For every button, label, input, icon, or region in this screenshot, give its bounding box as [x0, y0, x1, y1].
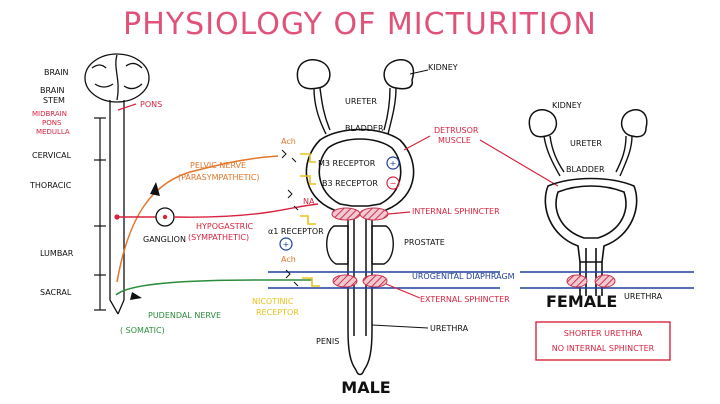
label-medulla: MEDULLA [36, 128, 70, 136]
label-pelvic-nerve: PELVIC NERVE [190, 161, 246, 170]
female-note-line-1: SHORTER URETHRA [564, 329, 643, 338]
pudendal-nerve-line [115, 279, 312, 296]
label-hypogastric: HYPOGASTRIC [196, 222, 254, 231]
spinal-ruler [94, 117, 106, 311]
ganglion-dot [162, 214, 168, 220]
label-ach-bottom: Ach [281, 255, 296, 264]
b3-receptor-symbol [300, 175, 316, 185]
external-sphincter-pointer [385, 283, 421, 299]
nicotinic-release-marks [285, 269, 299, 287]
label-female-urethra: URETHRA [624, 292, 663, 301]
label-prostate: PROSTATE [404, 238, 445, 247]
female-kidneys [528, 108, 648, 138]
internal-sphincter-right [359, 207, 389, 221]
label-na: NA [303, 197, 315, 206]
label-male: MALE [341, 378, 390, 397]
female-sphincter-right [594, 274, 616, 288]
female-bladder [544, 177, 638, 296]
external-sphincter-right [362, 274, 388, 288]
male-bladder [305, 128, 415, 215]
label-somatic: ( SOMATIC) [120, 326, 165, 335]
prostate [326, 225, 394, 265]
label-b3-receptor: B3 RECEPTOR [322, 179, 378, 188]
alpha1-receptor-symbol [300, 215, 316, 225]
internal-sphincter-pointer [387, 211, 411, 215]
label-female: FEMALE [546, 292, 617, 311]
female-ureters [543, 135, 633, 177]
m3-plus-circle [386, 156, 400, 170]
label-m3-receptor: M3 RECEPTOR [318, 159, 376, 168]
alpha1-plus-sign: + [283, 240, 290, 249]
pelvic-nerve-arrow [150, 182, 160, 196]
label-female-kidney: KIDNEY [552, 101, 582, 110]
ach-release-marks [281, 149, 297, 163]
label-male-ureter: URETER [345, 97, 377, 106]
label-female-bladder: BLADDER [566, 165, 605, 174]
female-note-box [535, 321, 671, 361]
label-penis: PENIS [316, 337, 339, 346]
label-cervical: CERVICAL [32, 151, 72, 160]
page-title: PHYSIOLOGY OF MICTURITION [123, 7, 597, 42]
label-thoracic: THORACIC [29, 181, 72, 190]
label-pons-level: PONS [42, 119, 62, 127]
label-midbrain: MIDBRAIN [32, 110, 67, 118]
label-ach-top: Ach [281, 137, 296, 146]
label-brain-stem-1: BRAIN [40, 86, 65, 95]
label-detrusor-2: MUSCLE [438, 136, 471, 145]
nicotinic-receptor-symbol [302, 277, 320, 287]
label-ganglion: GANGLION [143, 235, 186, 244]
label-parasympathetic: (PARASYMPATHETIC) [178, 173, 260, 182]
m3-plus-sign: + [390, 159, 397, 168]
label-male-kidney: KIDNEY [428, 63, 458, 72]
label-nicotinic: NICOTINIC [252, 297, 294, 306]
external-sphincter-left [332, 274, 358, 288]
male-urethra-pointer [371, 324, 429, 329]
label-lumbar: LUMBAR [40, 249, 74, 258]
detrusor-pointer-female [479, 139, 559, 187]
detrusor-pointer [403, 135, 431, 151]
b3-minus-sign: − [390, 179, 397, 188]
label-internal-sphincter: INTERNAL SPHINCTER [412, 207, 500, 216]
male-kidney-pointer [409, 69, 429, 75]
male-kidneys [296, 59, 415, 90]
label-receptor: RECEPTOR [256, 308, 299, 317]
internal-sphincter-left [331, 207, 361, 221]
label-female-ureter: URETER [570, 139, 602, 148]
alpha1-plus-circle [279, 237, 293, 251]
m3-receptor-symbol [300, 153, 316, 163]
male-ureters [313, 87, 397, 135]
female-note-line-2: NO INTERNAL SPHINCTER [552, 344, 655, 353]
label-sacral: SACRAL [40, 288, 72, 297]
pudendal-nerve-arrow [130, 292, 142, 300]
spinal-cord [109, 100, 125, 315]
hypogastric-postganglionic [173, 203, 319, 218]
label-detrusor-1: DETRUSOR [434, 126, 479, 135]
label-male-urethra: URETHRA [430, 324, 469, 333]
label-pons: PONS [140, 100, 162, 109]
label-external-sphincter: EXTERNAL SPHINCTER [420, 295, 510, 304]
label-sympathetic: (SYMPATHETIC) [188, 233, 249, 242]
female-sphincter-left [566, 274, 588, 288]
label-urogenital-diaphragm: UROGENITAL DIAPHRAGM [412, 272, 515, 281]
label-alpha1-receptor: α1 RECEPTOR [268, 227, 324, 236]
label-brain: BRAIN [44, 68, 69, 77]
male-urethra [347, 214, 373, 376]
na-release-marks [287, 189, 299, 211]
pons-pointer [117, 103, 137, 111]
pelvic-nerve-line [116, 155, 279, 283]
label-male-bladder: BLADDER [345, 124, 384, 133]
label-brain-stem-2: STEM [43, 96, 65, 105]
b3-minus-circle [386, 176, 400, 190]
brain-drawing [84, 53, 150, 103]
label-pudendal-nerve: PUDENDAL NERVE [148, 311, 221, 320]
